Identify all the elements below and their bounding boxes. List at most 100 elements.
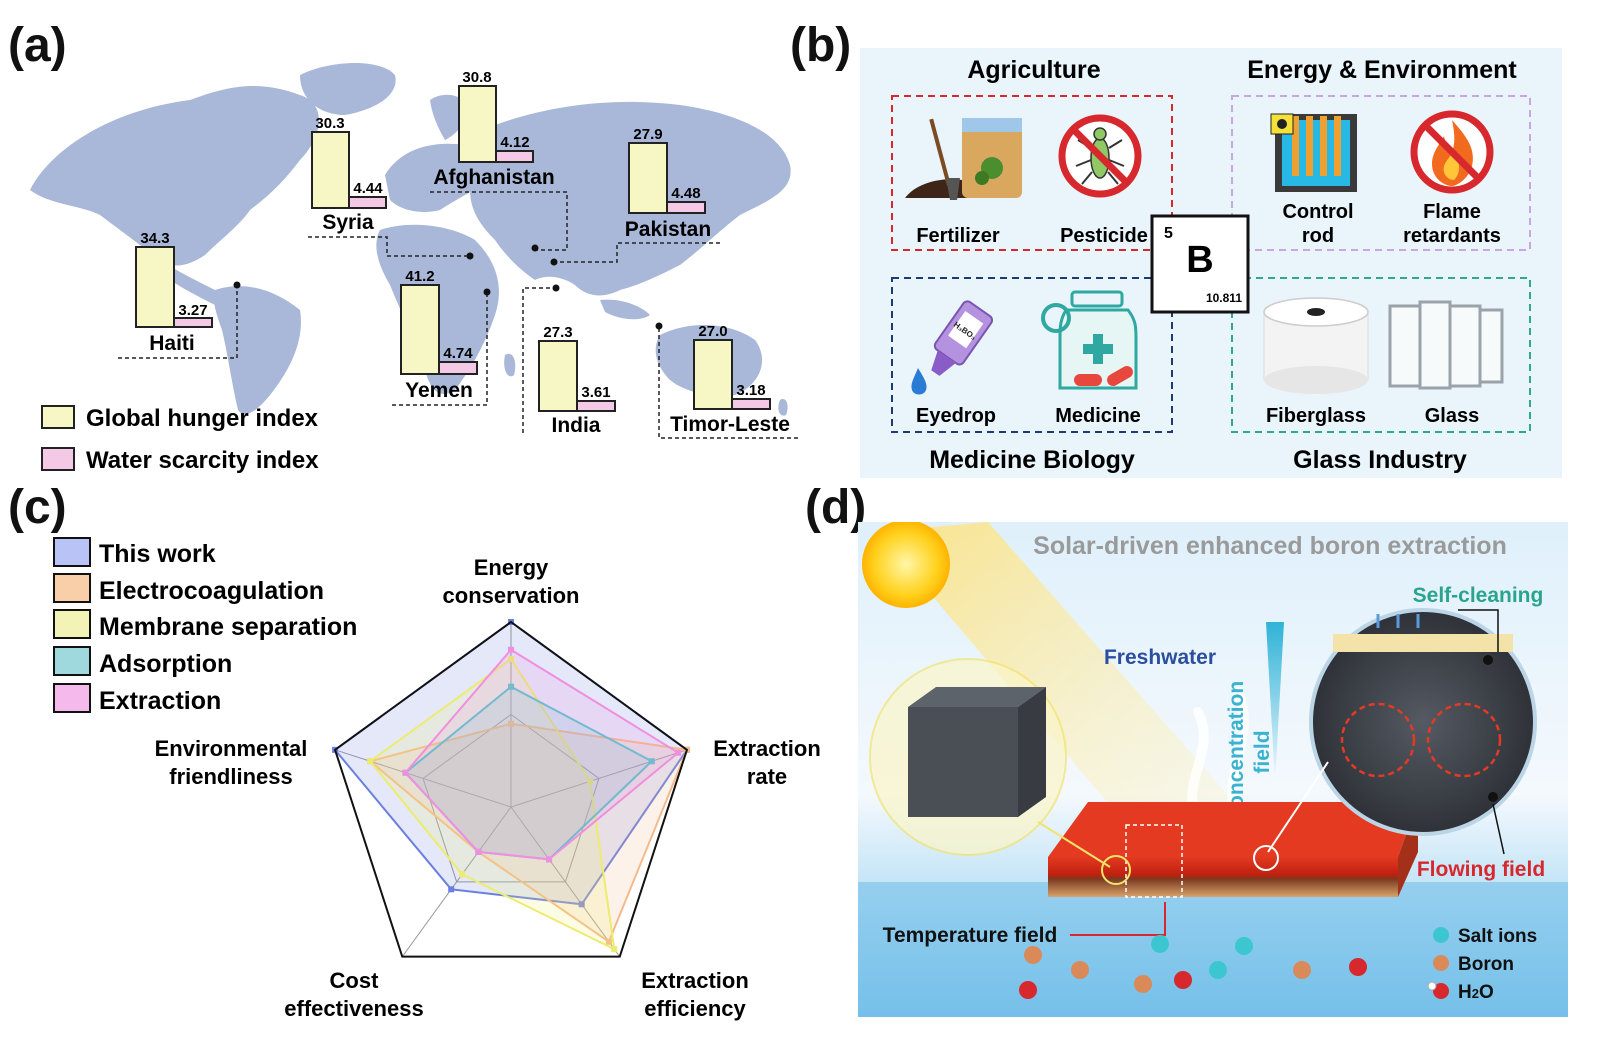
h2o-suffix: O xyxy=(1479,982,1494,1003)
radar-point xyxy=(508,720,514,727)
radar-point xyxy=(508,683,514,690)
panel-d-solar-boron-extraction: Solar-driven enhanced boron extraction F… xyxy=(858,522,1568,1017)
yemen-water-value: 4.74 xyxy=(443,345,473,362)
radar-series-membrane-separation xyxy=(368,657,616,951)
flame-retardants-label-line1: Flame xyxy=(1423,201,1481,223)
radar-point xyxy=(578,901,585,908)
legend-water-label: Water scarcity index xyxy=(86,447,319,474)
world-map-shape xyxy=(30,62,791,416)
pesticide-icon xyxy=(1058,114,1142,198)
india-hunger-value: 27.3 xyxy=(543,324,572,341)
legend-this-work-label: This work xyxy=(99,540,216,568)
yemen-hunger-value: 41.2 xyxy=(405,268,434,285)
radar-legend: This work Electrocoagulation Membrane se… xyxy=(53,537,357,715)
syria-name: Syria xyxy=(322,211,374,234)
legend-hunger-swatch xyxy=(41,405,75,429)
legend-membrane-separation-label: Membrane separation xyxy=(99,613,357,641)
haiti-hunger-bar xyxy=(135,246,175,328)
porous-cube-inset xyxy=(869,658,1131,885)
inset-connector xyxy=(1037,821,1111,868)
radar-point xyxy=(402,769,409,776)
eyedrop-icon: H₃BO₃ xyxy=(911,300,994,395)
haiti-water-value: 3.27 xyxy=(178,302,207,319)
afghanistan-hunger-bar xyxy=(458,85,497,163)
radar-point xyxy=(508,656,514,662)
flame-retardants-label-line2: retardants xyxy=(1403,225,1501,247)
axis-label-efficiency-line2: efficiency xyxy=(644,996,746,1021)
radar-point xyxy=(475,848,482,855)
india-hunger-bar xyxy=(538,340,578,412)
h2o-subscript: 2 xyxy=(1472,986,1479,1001)
afghanistan-water-bar xyxy=(495,150,534,163)
glass-window-icon xyxy=(1388,300,1504,390)
afghanistan-name: Afghanistan xyxy=(433,166,554,189)
axis-label-energy-line2: conservation xyxy=(443,583,580,608)
axis-label-environment-line1: Environmental xyxy=(155,736,308,761)
axis-label-efficiency-line1: Extraction xyxy=(641,968,749,993)
radar-point xyxy=(367,758,374,765)
timor-leste-leader-line xyxy=(658,328,800,439)
yemen-name: Yemen xyxy=(405,379,473,402)
pakistan-hunger-bar xyxy=(628,142,668,214)
axis-label-cost-line1: Cost xyxy=(330,968,380,993)
control-rod-icon xyxy=(1270,113,1357,192)
timor-leste-hunger-value: 27.0 xyxy=(698,323,727,340)
legend-h2o-label: H2O xyxy=(1458,982,1494,1003)
haiti-marker xyxy=(233,281,241,289)
boron-atomic-mass: 10.811 xyxy=(1206,291,1242,305)
sun-icon xyxy=(862,522,950,608)
medicine-label: Medicine xyxy=(1055,405,1141,427)
country-syria: 30.3 4.44 Syria xyxy=(308,115,474,260)
radar-axis-line xyxy=(334,749,512,808)
country-india: 27.3 3.61 India xyxy=(522,284,616,437)
timor-leste-water-bar xyxy=(731,398,771,410)
fertilizer-label: Fertilizer xyxy=(916,225,1000,247)
timor-leste-water-value: 3.18 xyxy=(736,382,765,399)
pakistan-hunger-value: 27.9 xyxy=(633,126,662,143)
radar-point xyxy=(587,778,594,785)
yemen-marker xyxy=(483,288,491,296)
radar-axis-line xyxy=(510,749,688,808)
legend-hunger-label: Global hunger index xyxy=(86,405,319,432)
medicine-icon xyxy=(1041,290,1138,390)
legend-this-work-swatch xyxy=(53,537,91,567)
radar-axis-line xyxy=(401,806,512,957)
timor-leste-hunger-bar xyxy=(693,339,733,410)
panel-d-title: Solar-driven enhanced boron extraction xyxy=(1033,532,1507,560)
afghanistan-marker xyxy=(531,244,539,252)
radar-point xyxy=(675,749,682,756)
country-pakistan: 27.9 4.48 Pakistan xyxy=(550,126,720,266)
pakistan-name: Pakistan xyxy=(625,218,711,241)
panel-a-legend: Global hunger index Water scarcity index xyxy=(41,405,319,474)
agriculture-title: Agriculture xyxy=(967,56,1100,84)
haiti-hunger-value: 34.3 xyxy=(140,230,169,247)
panel-b-label: (b) xyxy=(790,19,852,72)
control-rod-label-line2: rod xyxy=(1302,225,1334,247)
afghanistan-water-value: 4.12 xyxy=(500,134,529,151)
glass-label: Glass xyxy=(1425,405,1479,427)
energy-title: Energy & Environment xyxy=(1247,56,1517,84)
glass-box xyxy=(1231,277,1531,433)
panel-c-radar-chart: This work Electrocoagulation Membrane se… xyxy=(53,537,820,1021)
flowing-field-label: Flowing field xyxy=(1417,858,1545,881)
fertilizer-icon xyxy=(905,118,1022,200)
syria-hunger-value: 30.3 xyxy=(315,115,344,132)
legend-extraction-swatch xyxy=(53,683,91,713)
india-water-value: 3.61 xyxy=(581,384,610,401)
country-afghanistan: 30.8 4.12 Afghanistan xyxy=(430,69,568,252)
self-cleaning-pointer xyxy=(1458,609,1499,652)
flowing-field-pointer xyxy=(1492,803,1505,855)
fiberglass-label: Fiberglass xyxy=(1266,405,1366,427)
pakistan-water-value: 4.48 xyxy=(671,185,700,202)
afghanistan-leader-line xyxy=(430,191,568,251)
porous-evaporator-slab xyxy=(1048,802,1418,898)
particles xyxy=(1019,935,1367,999)
radar-point xyxy=(508,646,514,653)
panel-a-label: (a) xyxy=(8,19,67,72)
axis-label-rate-line2: rate xyxy=(747,764,787,789)
legend-adsorption-swatch xyxy=(53,646,91,676)
axis-label-cost-line2: effectiveness xyxy=(284,996,423,1021)
timor-leste-marker xyxy=(655,322,663,330)
haiti-water-bar xyxy=(173,317,213,328)
boron-element-tile: 5 B 10.811 xyxy=(1150,214,1250,314)
